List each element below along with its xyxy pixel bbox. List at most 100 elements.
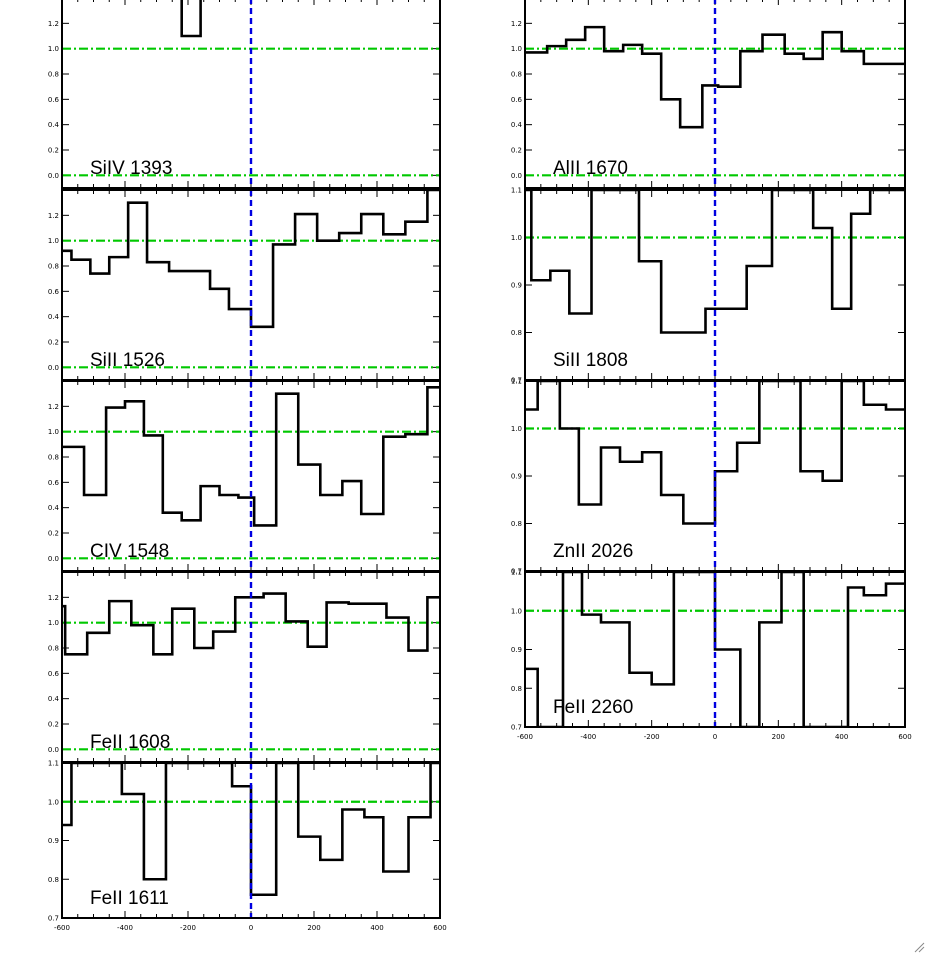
- y-tick-label: 1.2: [48, 20, 59, 28]
- spectrum-siiv-1393: [180, 0, 202, 38]
- y-tick-label: 0.2: [48, 530, 59, 538]
- y-tick-label: 1.0: [48, 237, 59, 245]
- y-tick-label: 0.0: [48, 364, 59, 372]
- y-tick-label: 0.6: [48, 96, 60, 104]
- panel-label-siiv-1393: SiIV 1393: [90, 158, 172, 179]
- spectrum-alii-1670: [525, 25, 905, 129]
- x-tick-label: -200: [180, 924, 196, 932]
- y-tick-label: 1.0: [48, 45, 59, 53]
- y-tick-label: 1.0: [511, 45, 522, 53]
- y-tick-label: 1.0: [48, 798, 59, 806]
- y-tick-label: 0.0: [511, 172, 522, 180]
- y-tick-label: 0.9: [48, 837, 59, 845]
- y-tick-label: 0.6: [48, 670, 60, 678]
- y-tick-label: 0.2: [48, 721, 59, 729]
- y-tick-label: 0.8: [511, 520, 522, 528]
- y-tick-label: 0.4: [48, 313, 60, 321]
- panel-label-civ-1548: CIV 1548: [90, 541, 169, 562]
- spectrum-feii-1611: [62, 763, 440, 897]
- panel-frame: [61, 0, 441, 189]
- x-tick-label: -600: [517, 733, 533, 741]
- y-tick-label: 0.4: [48, 695, 60, 703]
- y-tick-label: 0.7: [511, 724, 522, 732]
- x-tick-label: -400: [580, 733, 596, 741]
- y-tick-label: 0.9: [511, 473, 522, 481]
- spectrum-siii-1808: [525, 190, 905, 334]
- panel-frame: [524, 571, 906, 728]
- y-tick-label: 0.7: [48, 915, 59, 923]
- spectrum-siii-1526: [62, 190, 440, 329]
- y-tick-label: 0.8: [48, 263, 59, 271]
- y-tick-label: 1.0: [48, 428, 59, 436]
- y-tick-label: 0.8: [511, 685, 522, 693]
- panel-label-siii-1808: SiII 1808: [553, 350, 628, 371]
- panel-label-feii-2260: FeII 2260: [553, 697, 633, 718]
- y-tick-label: 1.0: [511, 425, 522, 433]
- panel-label-znii-2026: ZnII 2026: [553, 541, 633, 562]
- y-tick-label: 0.7: [511, 377, 522, 385]
- spectrum-feii-1608: [62, 592, 440, 656]
- x-tick-label: 0: [713, 733, 717, 741]
- y-tick-label: 0.8: [48, 876, 59, 884]
- y-tick-label: 1.1: [511, 569, 522, 577]
- y-tick-label: 1.2: [48, 403, 59, 411]
- y-tick-label: 0.2: [48, 147, 59, 155]
- spectrum-feii-2260: [525, 572, 905, 727]
- x-tick-label: 200: [772, 733, 785, 741]
- x-tick-label: -400: [117, 924, 133, 932]
- y-tick-label: 0.6: [48, 288, 60, 296]
- y-tick-label: 1.1: [511, 378, 522, 386]
- panel-label-alii-1670: AlII 1670: [553, 158, 628, 179]
- panel-frame: [524, 0, 906, 189]
- x-tick-label: 600: [898, 733, 911, 741]
- y-tick-label: 0.9: [511, 282, 522, 290]
- x-tick-label: -600: [54, 924, 70, 932]
- y-tick-label: 0.8: [48, 71, 59, 79]
- resize-grip-icon[interactable]: [913, 941, 925, 953]
- x-tick-label: 400: [370, 924, 383, 932]
- y-tick-label: 0.8: [511, 329, 522, 337]
- y-tick-label: 0.7: [511, 568, 522, 576]
- y-tick-label: 0.0: [48, 172, 59, 180]
- y-tick-label: 0.2: [511, 147, 522, 155]
- y-tick-label: 1.2: [48, 212, 59, 220]
- panel-label-siii-1526: SiII 1526: [90, 350, 165, 371]
- y-tick-label: 0.8: [48, 645, 59, 653]
- y-tick-label: 1.2: [511, 20, 522, 28]
- y-tick-label: 0.8: [511, 71, 522, 79]
- y-tick-label: 0.8: [48, 454, 59, 462]
- y-tick-label: 1.1: [48, 760, 59, 768]
- y-tick-label: 0.4: [48, 504, 60, 512]
- y-tick-label: 0.9: [511, 646, 522, 654]
- y-tick-label: 1.0: [48, 619, 59, 627]
- panel-label-feii-1608: FeII 1608: [90, 732, 170, 753]
- y-tick-label: 0.6: [48, 479, 60, 487]
- panel-frame: [61, 762, 441, 919]
- spectrum-znii-2026: [525, 381, 905, 525]
- y-tick-label: 0.4: [511, 121, 523, 129]
- y-tick-label: 0.6: [511, 96, 523, 104]
- y-tick-label: 1.1: [511, 187, 522, 195]
- x-tick-label: 0: [249, 924, 253, 932]
- y-tick-label: 1.0: [511, 607, 522, 615]
- x-tick-label: 200: [307, 924, 320, 932]
- x-tick-label: 400: [835, 733, 848, 741]
- x-tick-label: 600: [433, 924, 446, 932]
- y-tick-label: 0.0: [48, 555, 59, 563]
- y-tick-label: 0.0: [48, 746, 59, 754]
- y-tick-label: 0.4: [48, 121, 60, 129]
- y-tick-label: 0.2: [48, 339, 59, 347]
- y-tick-label: 1.2: [48, 594, 59, 602]
- spectrum-civ-1548: [62, 386, 440, 527]
- y-tick-label: 1.0: [511, 234, 522, 242]
